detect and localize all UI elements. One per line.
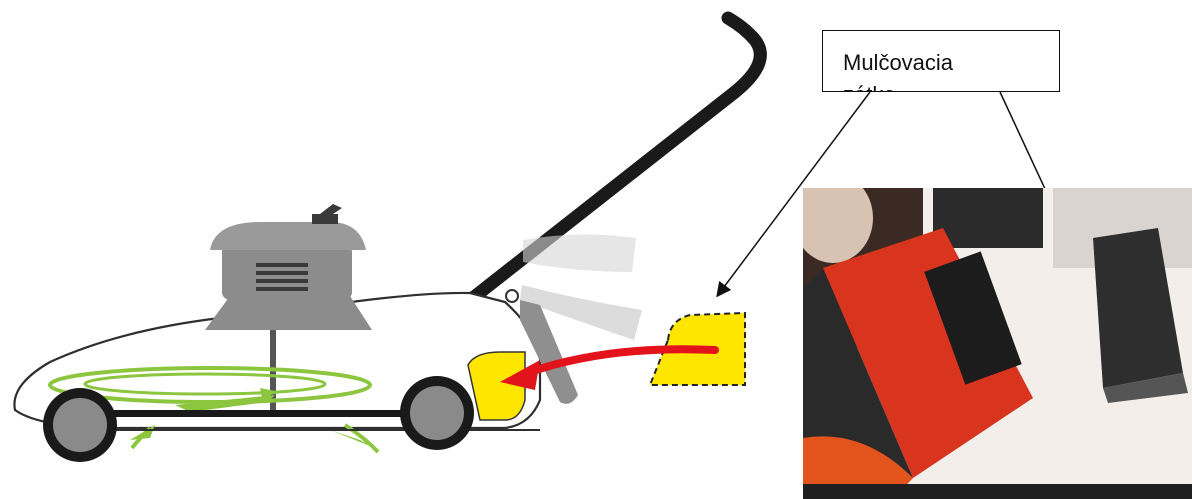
callout-label: Mulčovacia zátka xyxy=(843,47,993,92)
front-wheel xyxy=(43,388,117,462)
blade-bar xyxy=(95,410,415,417)
rear-wheel xyxy=(400,376,474,450)
product-photo xyxy=(803,188,1192,499)
mower-diagram xyxy=(0,0,800,499)
flap-ghost-1 xyxy=(523,234,636,272)
callout-box: Mulčovacia zátka xyxy=(822,30,1060,92)
